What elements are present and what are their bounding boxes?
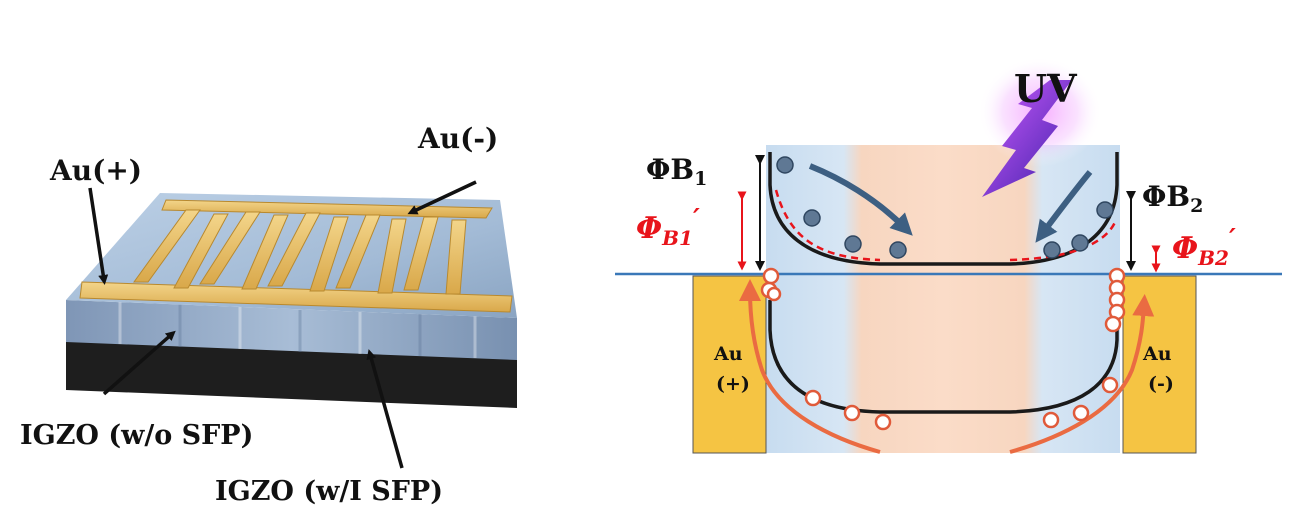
electrode-finger	[199, 211, 261, 285]
label-igzo-with-sfp: IGZO (w/I SFP)	[215, 476, 443, 507]
valence-band	[768, 300, 1119, 414]
hole	[1072, 404, 1090, 422]
contact-left-au	[692, 275, 767, 454]
electrode-finger	[403, 216, 439, 291]
device-illustration: Au(+) Au(-) IGZO (w/o SFP) IGZO (w/I SFP…	[20, 122, 517, 507]
hole	[804, 389, 822, 407]
hole-flow-arrow-right	[1009, 294, 1155, 454]
band-diagram: UV ΦB1 ΦB2 ΦB1′ ΦB2′ Au (+) Au (-)	[615, 57, 1282, 454]
electrode-finger	[241, 214, 289, 290]
label-contact-left-sign: (+)	[716, 373, 750, 395]
electrons	[776, 156, 1114, 259]
electron	[803, 209, 821, 227]
label-electrode-negative: Au(-)	[417, 122, 498, 155]
electron-flow-arrow-right	[1035, 170, 1093, 243]
hole	[1042, 411, 1060, 429]
conduction-band	[768, 152, 1119, 266]
label-electrode-positive: Au(+)	[49, 154, 142, 187]
label-barrier-left: ΦB1	[646, 153, 707, 190]
substrate	[66, 340, 517, 408]
label-barrier-right-uv: ΦB2′	[1172, 224, 1236, 270]
electrode-finger	[173, 213, 229, 289]
hole	[874, 413, 892, 431]
arrow-to-igzo-with-sfp	[366, 349, 404, 469]
holes	[760, 267, 1126, 431]
electrode-finger	[309, 216, 349, 292]
label-barrier-right: ΦB2	[1142, 180, 1203, 217]
electrode-finger	[377, 218, 407, 294]
arrow-to-negative	[407, 180, 477, 215]
electron	[889, 241, 907, 259]
hole	[1101, 376, 1119, 394]
pointer-arrows	[88, 180, 477, 469]
electron	[844, 235, 862, 253]
label-uv: UV	[1014, 66, 1078, 111]
label-contact-left: Au	[713, 343, 743, 365]
label-igzo-without-sfp: IGZO (w/o SFP)	[20, 420, 253, 451]
igzo-layer-side	[66, 300, 517, 360]
igzo-region-bg	[766, 145, 1120, 453]
electrode-finger	[445, 219, 467, 295]
electron	[1071, 234, 1089, 252]
hole	[1104, 315, 1122, 333]
electron-flow-arrow-left	[808, 163, 913, 236]
hole	[762, 267, 780, 285]
label-contact-right-sign: (-)	[1148, 373, 1174, 395]
igzo-side-segments	[118, 302, 477, 358]
uv-lightning-icon	[982, 80, 1072, 197]
hole-flow-arrow-left	[739, 279, 881, 454]
electrode-bus-positive	[79, 281, 513, 313]
label-barrier-left-uv: ΦB1′	[636, 204, 700, 250]
electrode-finger	[133, 209, 201, 283]
electrode-finger	[267, 212, 321, 287]
electrode-finger	[335, 214, 381, 289]
arrow-to-positive	[88, 187, 109, 285]
label-contact-right: Au	[1142, 343, 1172, 365]
arrow-to-igzo-without-sfp	[102, 330, 176, 396]
electron	[1096, 201, 1114, 219]
electron	[776, 156, 794, 174]
electron	[1043, 241, 1061, 259]
hole	[766, 286, 782, 302]
hole	[843, 404, 861, 422]
